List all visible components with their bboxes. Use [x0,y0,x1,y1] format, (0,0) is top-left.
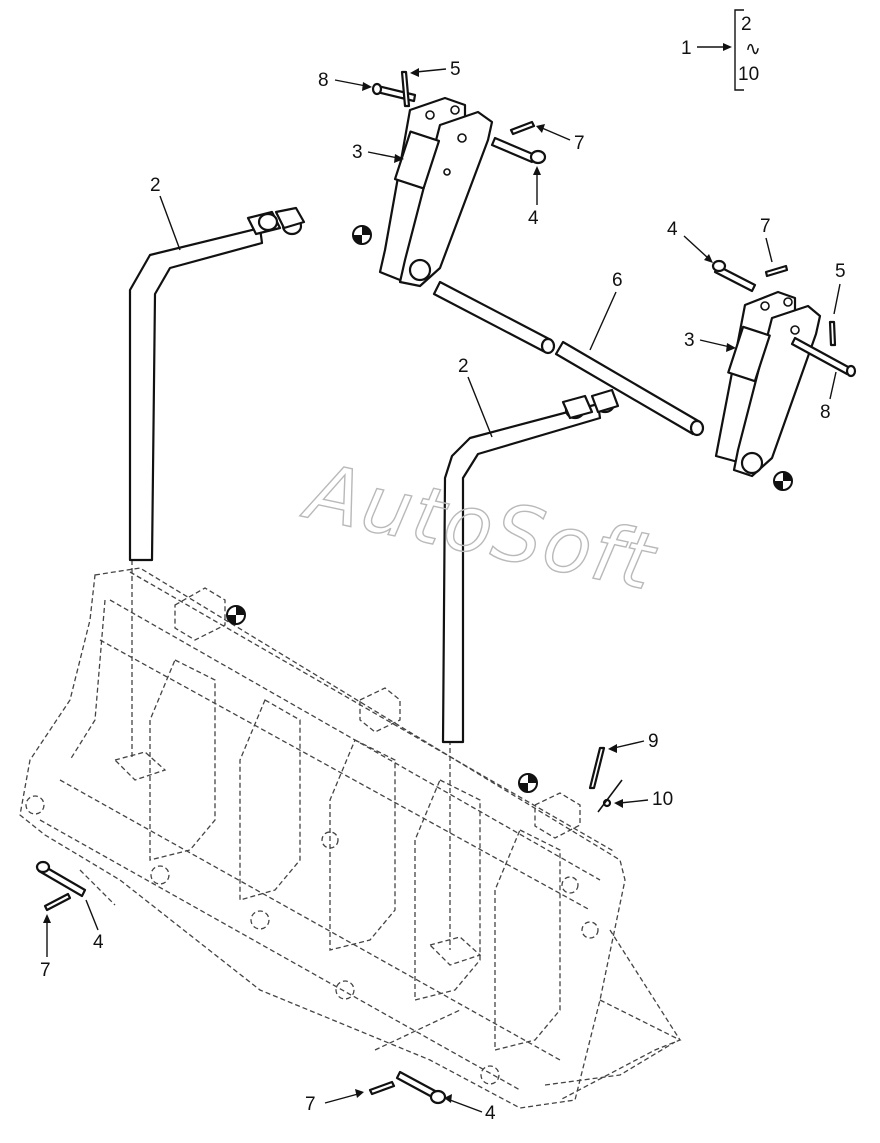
watermark: AutoSoft [295,446,664,608]
callout-tine-right: 2 [458,356,469,377]
callout-pin-bottom: 4 [485,1103,496,1124]
kit-range-top: 2 [741,14,752,35]
hardware[interactable] [35,70,857,1105]
tine-right[interactable] [441,388,620,744]
callout-tine-left: 2 [150,175,161,196]
callout-bolt-mid: 8 [820,402,831,423]
kit-range-sep: ∿ [745,39,761,60]
callout-bolt-upper: 8 [318,70,329,91]
callout-nut: 10 [652,789,673,810]
bracket-upper[interactable] [378,96,494,288]
callout-tube: 6 [612,270,623,291]
callouts: 2 2 3 3 4 4 4 4 5 5 6 [40,59,846,1124]
callout-pin-mid: 4 [667,219,678,240]
callout-bracket-lower: 3 [684,330,695,351]
kit-range-bottom: 10 [738,64,759,85]
callout-clip-upper: 7 [574,133,585,154]
callout-bolt-lower: 9 [648,731,659,752]
callout-clip-mid: 7 [760,216,771,237]
kit-bracket: 1 2 ∿ 10 [681,9,761,91]
callout-clip-left-bottom: 7 [40,960,51,981]
bracket-lower[interactable] [714,290,822,478]
callout-1: 1 [681,38,692,59]
callout-clip-bottom: 7 [305,1094,316,1115]
callout-cotter-upper: 5 [450,59,461,80]
alignment-lines [79,560,461,1051]
tube-parts[interactable] [432,280,705,437]
lube-point-icon [226,225,793,793]
callout-pin-left-bottom: 4 [93,932,104,953]
callout-bracket-upper: 3 [352,142,363,163]
bucket [19,567,682,1109]
tine-left[interactable] [128,206,306,562]
callout-pin-upper: 4 [528,208,539,229]
callout-cotter-mid: 5 [835,261,846,282]
